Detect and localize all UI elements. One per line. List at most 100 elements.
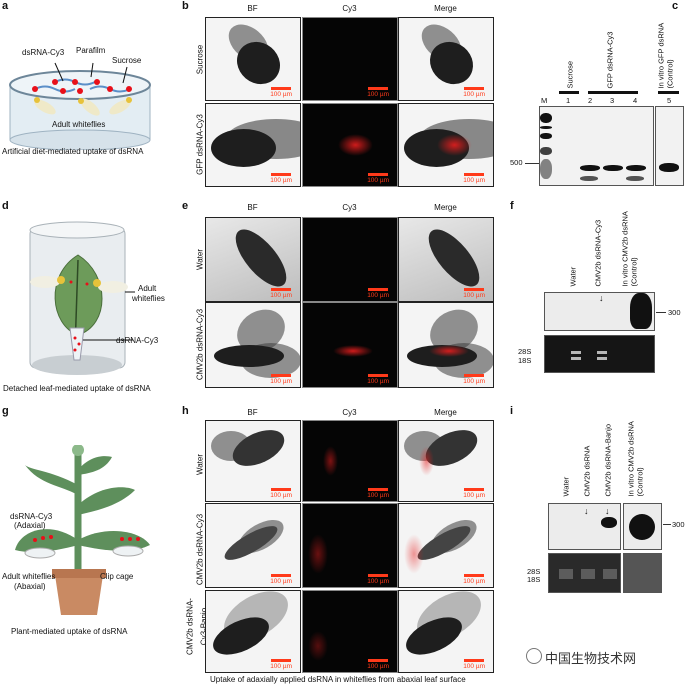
- row-label-cmv2b-dsrna-banjo-line1: CMV2b dsRNA-: [185, 598, 195, 655]
- row-label-water: Water: [195, 453, 205, 476]
- lane-bar-sucrose: [559, 91, 579, 94]
- column-header-merge: Merge: [434, 203, 457, 212]
- scale-bar: 100 µm: [463, 173, 485, 184]
- panel-g-caption: Plant-mediated uptake of dsRNA: [11, 627, 128, 636]
- artificial-diet-dish-illustration: [9, 62, 151, 150]
- panel-d-label: d: [2, 200, 9, 212]
- size-marker-500: 500: [510, 158, 523, 167]
- micrograph-h-banjo-cy3: 100 µm: [302, 590, 398, 673]
- sucrose-label: Sucrose: [112, 56, 142, 65]
- northern-blot-i-control: [623, 503, 662, 550]
- micrograph-h-water-bf: 100 µm: [205, 420, 301, 502]
- row-label-cmv2b-dsrna-cy3: CMV2b dsRNA-Cy3: [195, 308, 205, 381]
- micrograph-h-water-cy3: 100 µm: [302, 420, 398, 502]
- scale-bar: 100 µm: [270, 488, 292, 499]
- panel-e-label: e: [182, 200, 189, 212]
- panel-h-label: h: [182, 405, 189, 417]
- micrograph-h-cmv2b-bf: 100 µm: [205, 503, 301, 588]
- lane-label-4: 4: [633, 96, 638, 105]
- gel-c-control: [655, 106, 684, 186]
- scale-bar: 100 µm: [463, 659, 485, 670]
- scale-bar: 100 µm: [270, 574, 292, 585]
- scale-bar: 100 µm: [463, 488, 485, 499]
- panel-a-label: a: [2, 0, 9, 12]
- lane-label-control: (Control): [635, 467, 645, 497]
- micrograph-h-water-merge: 100 µm: [398, 420, 494, 502]
- scale-bar: 100 µm: [367, 87, 389, 98]
- detached-leaf-jar-illustration: [29, 221, 135, 375]
- column-header-bf: BF: [247, 408, 258, 417]
- lane-label-5: 5: [667, 96, 672, 105]
- micrograph-b-gfp-bf: 100 µm: [205, 103, 301, 187]
- micrograph-b-sucrose-cy3: 100 µm: [302, 17, 398, 101]
- adult-whiteflies-label-line1: Adult: [138, 284, 157, 293]
- dsrna-cy3-label-g: dsRNA-Cy3: [10, 512, 53, 521]
- parafilm-label: Parafilm: [76, 46, 106, 55]
- scale-bar: 100 µm: [270, 173, 292, 184]
- adult-whiteflies-label-g: Adult whiteflies: [2, 572, 56, 581]
- arrow-icon: ↓: [599, 293, 604, 303]
- rrna-28s-label: 28S: [518, 347, 532, 356]
- scale-bar: 100 µm: [367, 173, 389, 184]
- column-header-cy3: Cy3: [342, 4, 357, 13]
- lane-label-cmv2b-dsrna-banjo: CMV2b dsRNA-Banjo: [603, 423, 613, 497]
- micrograph-h-cmv2b-cy3: 100 µm: [302, 503, 398, 588]
- column-header-merge: Merge: [434, 4, 457, 13]
- lane-label-water: Water: [561, 476, 571, 497]
- size-marker-tick: [663, 524, 671, 525]
- adult-whiteflies-label: Adult whiteflies: [52, 120, 106, 129]
- scale-bar: 100 µm: [463, 87, 485, 98]
- micrograph-e-cmv2b-bf: 100 µm: [205, 302, 301, 388]
- lane-label-cmv2b-dsrna: CMV2b dsRNA: [582, 445, 592, 497]
- row-label-sucrose: Sucrose: [195, 44, 205, 75]
- lane-label-2: 2: [588, 96, 593, 105]
- column-header-bf: BF: [247, 4, 258, 13]
- micrograph-h-cmv2b-merge: 100 µm: [398, 503, 494, 588]
- micrograph-b-sucrose-bf: 100 µm: [205, 17, 301, 101]
- column-header-cy3: Cy3: [342, 203, 357, 212]
- size-marker-tick: [656, 312, 666, 313]
- watermark-text: 中国生物技术网: [545, 651, 637, 666]
- gel-c-main: [539, 106, 654, 186]
- micrograph-h-banjo-bf: 100 µm: [205, 590, 301, 673]
- row-label-water: Water: [195, 248, 205, 271]
- panel-a-caption: Artificial diet-mediated uptake of dsRNA: [2, 147, 144, 156]
- scale-bar: 100 µm: [463, 288, 485, 299]
- scale-bar: 100 µm: [367, 374, 389, 385]
- scale-bar: 100 µm: [270, 374, 292, 385]
- lane-label-m: M: [541, 96, 548, 105]
- panel-g-label: g: [2, 405, 9, 417]
- column-header-bf: BF: [247, 203, 258, 212]
- rrna-gel-i-control: [623, 553, 662, 593]
- lane-label-cmv2b-dsrna-cy3: CMV2b dsRNA-Cy3: [593, 219, 603, 287]
- rrna-gel-i: [548, 553, 621, 593]
- scale-bar: 100 µm: [367, 488, 389, 499]
- micrograph-b-sucrose-merge: 100 µm: [398, 17, 494, 101]
- northern-blot-i: ↓ ↓: [548, 503, 621, 550]
- lane-label-3: 3: [610, 96, 615, 105]
- column-header-merge: Merge: [434, 408, 457, 417]
- clip-cage-label: Clip cage: [100, 572, 134, 581]
- panel-c-label: c: [672, 0, 679, 12]
- row-label-gfp-dsrna-cy3: GFP dsRNA-Cy3: [195, 114, 205, 175]
- scale-bar: 100 µm: [270, 659, 292, 670]
- micrograph-e-water-bf: 100 µm: [205, 217, 301, 302]
- dsrna-cy3-label-d: dsRNA-Cy3: [116, 336, 159, 345]
- size-marker-300: 300: [672, 520, 685, 529]
- panel-d-caption: Detached leaf-mediated uptake of dsRNA: [3, 384, 151, 393]
- lane-label-1: 1: [566, 96, 571, 105]
- lane-group-gfp-dsrna-cy3: GFP dsRNA-Cy3: [605, 31, 615, 89]
- lane-group-control: (Control): [665, 59, 675, 89]
- scale-bar: 100 µm: [367, 574, 389, 585]
- scale-bar: 100 µm: [270, 288, 292, 299]
- wechat-icon: [526, 648, 542, 664]
- abaxial-label: (Abaxial): [14, 582, 46, 591]
- arrow-icon: ↓: [584, 506, 589, 516]
- plant-clip-cage-illustration: [15, 445, 150, 615]
- panel-b-label: b: [182, 0, 189, 12]
- micrograph-b-gfp-merge: 100 µm: [398, 103, 494, 187]
- lane-label-control: (Control): [629, 257, 639, 287]
- rrna-18s-label: 18S: [527, 575, 541, 584]
- micrograph-b-gfp-cy3: 100 µm: [302, 103, 398, 187]
